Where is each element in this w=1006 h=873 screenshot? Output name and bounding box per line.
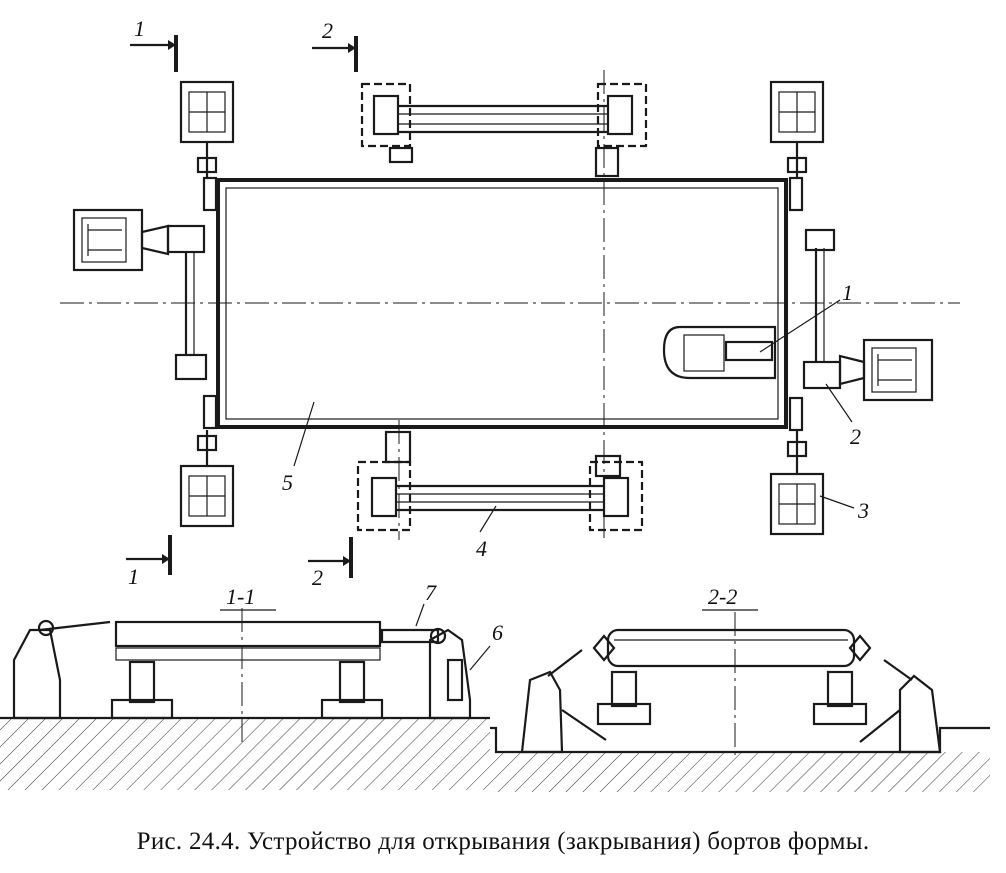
section-marks: 1 2 1 2 [126, 16, 358, 590]
section-mark-1-bottom: 1 [126, 535, 172, 589]
section-title: 2-2 [708, 584, 737, 609]
section-mark-2-bottom: 2 [308, 537, 353, 590]
section-mark-1-top: 1 [130, 16, 178, 72]
callout-1: 1 [842, 280, 853, 305]
right-side-mechanism [662, 228, 934, 402]
corner-unit-bottom-right [769, 396, 825, 536]
corner-unit-top-left [179, 80, 235, 212]
figure-caption: Рис. 24.4. Устройство для открывания (за… [136, 828, 870, 855]
left-side-mechanism [72, 208, 208, 381]
callout-2: 2 [850, 424, 861, 449]
bottom-longitudinal-linkage [356, 430, 644, 532]
callout-7: 7 [425, 580, 437, 605]
leader-lines [293, 299, 855, 533]
callout-3: 3 [857, 498, 869, 523]
callout-4: 4 [476, 536, 487, 561]
section-title: 1-1 [226, 584, 255, 609]
section-1-1-view: 1-1 7 6 [0, 580, 503, 790]
top-longitudinal-linkage [360, 82, 648, 178]
plan-view: 1 2 3 4 5 [60, 70, 960, 561]
corner-unit-top-right [769, 80, 825, 212]
corner-unit-bottom-left [179, 394, 235, 528]
section-mark-label: 2 [312, 565, 323, 590]
section-mark-label: 2 [322, 18, 333, 43]
floor-hatch [0, 718, 490, 790]
section-2-2-view: 2-2 [490, 584, 990, 792]
section-mark-label: 1 [134, 16, 145, 41]
section-mark-2-top: 2 [312, 18, 358, 72]
mould-side-opening-device-drawing: 1 2 1 2 [0, 16, 990, 792]
callout-5: 5 [282, 470, 293, 495]
section-mark-label: 1 [128, 564, 139, 589]
callout-6: 6 [492, 620, 503, 645]
